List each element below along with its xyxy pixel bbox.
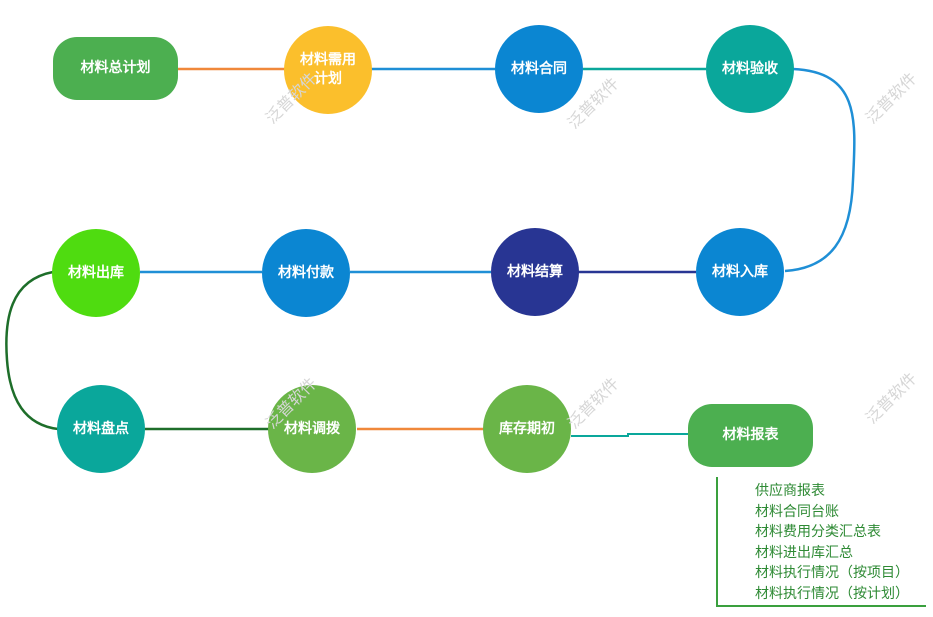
node-transfer: 材料调拨: [268, 385, 356, 473]
node-inventory-check-label: 材料盘点: [73, 420, 129, 437]
node-total-plan-label: 材料总计划: [80, 60, 151, 76]
node-outbound: 材料出库: [52, 229, 140, 317]
connector-acceptance-inbound: [784, 67, 856, 273]
node-payment: 材料付款: [262, 229, 350, 317]
report-bracket: [716, 477, 926, 607]
report-item: 供应商报表: [755, 483, 825, 499]
connector-outbound-inventory-check: [5, 270, 59, 431]
node-acceptance: 材料验收: [706, 25, 794, 113]
node-reports: 材料报表: [688, 404, 813, 467]
node-acceptance-label: 材料验收: [722, 60, 778, 77]
node-inventory-check: 材料盘点: [57, 385, 145, 473]
report-item: 材料合同台账: [755, 503, 839, 520]
node-outbound-label: 材料出库: [68, 264, 124, 281]
node-transfer-label: 材料调拨: [284, 420, 340, 437]
report-item: 材料进出库汇总: [755, 544, 853, 561]
report-item: 材料费用分类汇总表: [755, 524, 881, 540]
node-contract-label: 材料合同: [511, 60, 567, 77]
report-item: 材料执行情况（按计划）: [755, 585, 909, 602]
node-settlement-label: 材料结算: [507, 263, 563, 280]
node-inbound: 材料入库: [696, 228, 784, 316]
connector-opening-stock-reports: [571, 433, 689, 437]
report-item: 材料执行情况（按项目）: [755, 565, 909, 581]
node-reports-label: 材料报表: [722, 427, 779, 443]
node-payment-label: 材料付款: [278, 264, 334, 281]
node-demand-plan: 材料需用 计划: [284, 26, 372, 114]
node-total-plan: 材料总计划: [53, 37, 178, 100]
node-contract: 材料合同: [495, 25, 583, 113]
report-list: 供应商报表 材料合同台账 材料费用分类汇总表 材料进出库汇总 材料执行情况（按项…: [755, 481, 909, 604]
node-demand-plan-label: 材料需用 计划: [300, 52, 356, 87]
node-inbound-label: 材料入库: [712, 263, 768, 280]
node-opening-stock-label: 库存期初: [499, 420, 555, 437]
node-settlement: 材料结算: [491, 228, 579, 316]
node-opening-stock: 库存期初: [483, 385, 571, 473]
